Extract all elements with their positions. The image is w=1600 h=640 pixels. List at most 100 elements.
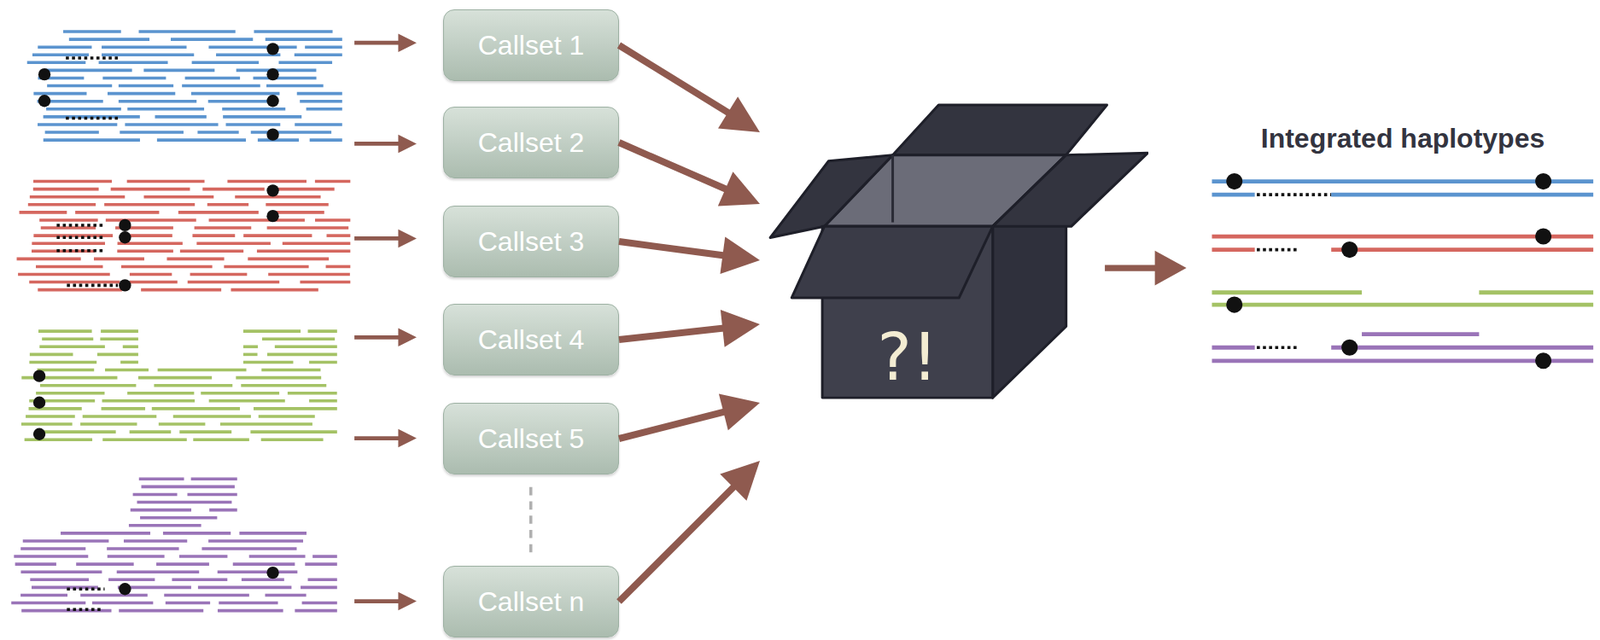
sequencing-read (192, 233, 235, 238)
sequencing-read (105, 368, 149, 373)
sequencing-read (29, 361, 97, 365)
sequencing-read (208, 45, 297, 49)
arrow-shaft (354, 141, 401, 146)
sequencing-read (299, 99, 343, 104)
sequencing-read (35, 391, 105, 396)
sequencing-read (190, 273, 248, 277)
sequencing-read (119, 130, 184, 135)
sequencing-read (304, 562, 338, 567)
sequencing-read (155, 115, 207, 119)
arrow-shaft (618, 411, 727, 439)
mystery-box: ?! (759, 102, 1149, 466)
sequencing-read (41, 337, 94, 341)
variant-dot (266, 68, 279, 81)
sequencing-read (221, 107, 286, 111)
sequencing-read (315, 180, 351, 184)
sequencing-read (209, 399, 286, 403)
haplotype-line (1331, 192, 1594, 198)
arrow-shaft (618, 241, 726, 257)
sequencing-read (21, 609, 111, 614)
haplotype-line (1211, 290, 1362, 295)
sequencing-read (209, 508, 238, 513)
sequencing-read (46, 107, 122, 111)
dotted-gap (56, 235, 103, 240)
arrow-shaft (354, 436, 401, 441)
sequencing-read (250, 430, 337, 434)
sequencing-read (165, 601, 211, 606)
variant-dot (266, 184, 279, 197)
sequencing-read (107, 92, 176, 96)
sequencing-read (31, 241, 106, 246)
sequencing-read (122, 344, 139, 349)
sequencing-read (274, 187, 335, 192)
haplotype-line (1331, 247, 1594, 252)
sequencing-read (191, 478, 238, 482)
sequencing-read (201, 547, 297, 551)
sequencing-read (217, 570, 298, 574)
arrow-head (397, 33, 416, 52)
sequencing-read (29, 280, 120, 285)
sequencing-read (287, 391, 338, 396)
sequencing-read (120, 361, 139, 365)
read-pileups (11, 31, 351, 612)
sequencing-read (17, 273, 111, 277)
sequencing-read (241, 578, 285, 583)
sequencing-read (274, 344, 338, 349)
sequencing-read (243, 329, 301, 333)
arrow-shaft (354, 40, 401, 46)
sequencing-read (230, 288, 318, 292)
sequencing-read (101, 52, 194, 57)
dotted-gap (56, 223, 103, 228)
sequencing-read (28, 203, 96, 207)
section-heading: Integrated haplotypes (1261, 122, 1546, 155)
sequencing-read (278, 61, 333, 65)
sequencing-read (123, 539, 187, 544)
dotted-gap (1256, 345, 1298, 350)
sequencing-read (140, 288, 222, 292)
sequencing-read (13, 554, 88, 559)
sequencing-read (192, 437, 250, 442)
sequencing-read (261, 368, 321, 373)
callset-box: Callset 1 (443, 9, 619, 82)
callset-box: Callset 3 (443, 205, 619, 278)
box-shape (759, 102, 1149, 466)
sequencing-read (253, 29, 333, 34)
sequencing-read (141, 485, 235, 490)
sequencing-read (37, 288, 123, 292)
sequencing-read (256, 249, 351, 253)
arrow-head (397, 134, 416, 153)
callset-label: Callset 3 (478, 226, 585, 258)
sequencing-read (39, 344, 106, 349)
variant-dot (1341, 339, 1358, 357)
callset-box: Callset 4 (443, 303, 619, 376)
sequencing-read (251, 130, 332, 135)
sequencing-read (179, 430, 232, 434)
sequencing-read (209, 218, 305, 222)
sequencing-read (243, 361, 294, 365)
sequencing-read (282, 241, 351, 246)
sequencing-read (127, 180, 205, 184)
sequencing-read (309, 138, 343, 142)
variant-dot (33, 370, 46, 383)
variant-dot (266, 42, 279, 55)
haplotypes (1211, 173, 1594, 369)
sequencing-read (127, 107, 205, 111)
sequencing-read (105, 218, 197, 222)
input-arrows (354, 33, 417, 611)
sequencing-read (140, 516, 217, 520)
sequencing-read (192, 61, 259, 65)
sequencing-read (299, 280, 351, 285)
arrow-head (397, 328, 416, 347)
sequencing-read (36, 430, 116, 434)
sequencing-read (262, 337, 335, 341)
sequencing-read (220, 422, 313, 427)
sequencing-read (93, 257, 145, 262)
sequencing-read (143, 69, 215, 73)
variant-dot (1535, 352, 1552, 369)
box-lid-front (791, 226, 993, 298)
sequencing-read (11, 601, 86, 606)
ellipsis-dashes (529, 487, 533, 557)
sequencing-read (297, 92, 343, 96)
sequencing-read (196, 241, 271, 246)
